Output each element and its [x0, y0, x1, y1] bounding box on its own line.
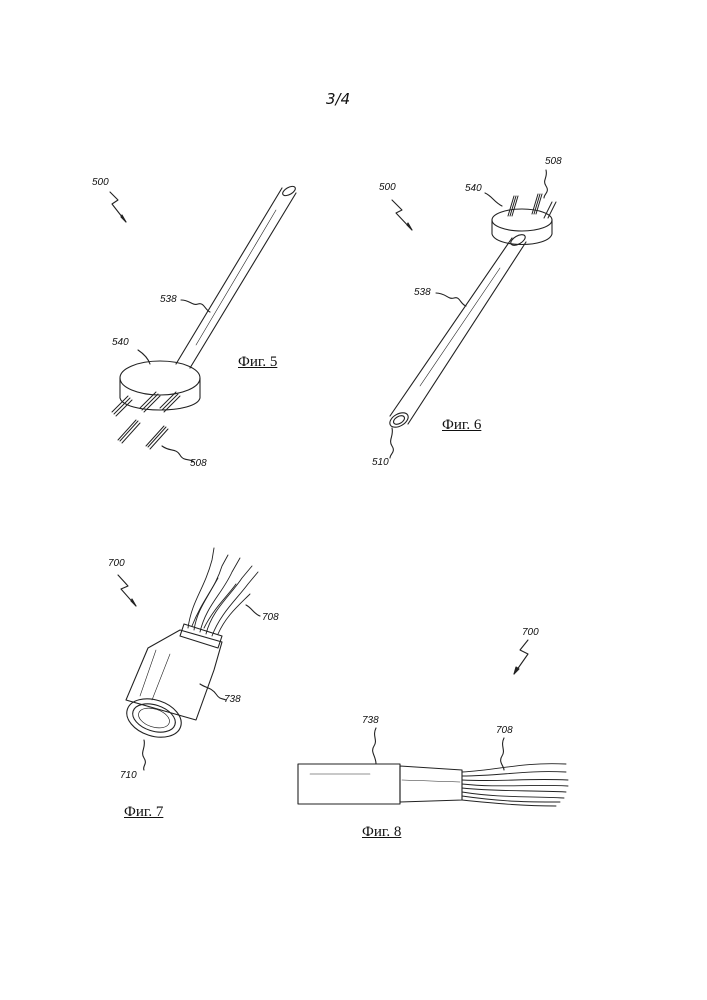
fig5-drawing — [110, 184, 297, 462]
fig7-ref-710: 710 — [120, 770, 137, 781]
fig6-ref-508: 508 — [545, 156, 562, 167]
fig7-caption: Фиг. 7 — [124, 804, 163, 821]
fig7-ref-738: 738 — [224, 694, 241, 705]
fig8-ref-738: 738 — [362, 715, 379, 726]
fig6-drawing — [387, 170, 556, 458]
fig7-ref-700: 700 — [108, 558, 125, 569]
fig5-ref-538: 538 — [160, 294, 177, 305]
fig7-ref-708: 708 — [262, 612, 279, 623]
fig6-rod — [390, 238, 526, 424]
fig6-disc — [492, 209, 552, 245]
fig5-caption: Фиг. 5 — [238, 354, 277, 371]
sheet-number: 3/4 — [326, 90, 350, 108]
fig8-caption: Фиг. 8 — [362, 824, 401, 841]
fig5-ref-500: 500 — [92, 177, 109, 188]
fig6-ref-500: 500 — [379, 182, 396, 193]
fig5-disc — [120, 361, 200, 410]
fig6-caption: Фиг. 6 — [442, 417, 481, 434]
fig6-ref-510: 510 — [372, 457, 389, 468]
fig5-ref-508: 508 — [190, 458, 207, 469]
fig5-wires — [112, 392, 180, 449]
fig8-ref-708: 708 — [496, 725, 513, 736]
fig6-ref-540: 540 — [465, 183, 482, 194]
fig8-strands — [462, 764, 568, 806]
fig5-ref-540: 540 — [112, 337, 129, 348]
fig7-strands — [188, 548, 258, 636]
fig6-ref-538: 538 — [414, 287, 431, 298]
fig7-drawing — [118, 548, 260, 770]
fig8-ferrule — [298, 764, 462, 804]
fig8-drawing — [298, 640, 568, 806]
fig8-ref-700: 700 — [522, 627, 539, 638]
